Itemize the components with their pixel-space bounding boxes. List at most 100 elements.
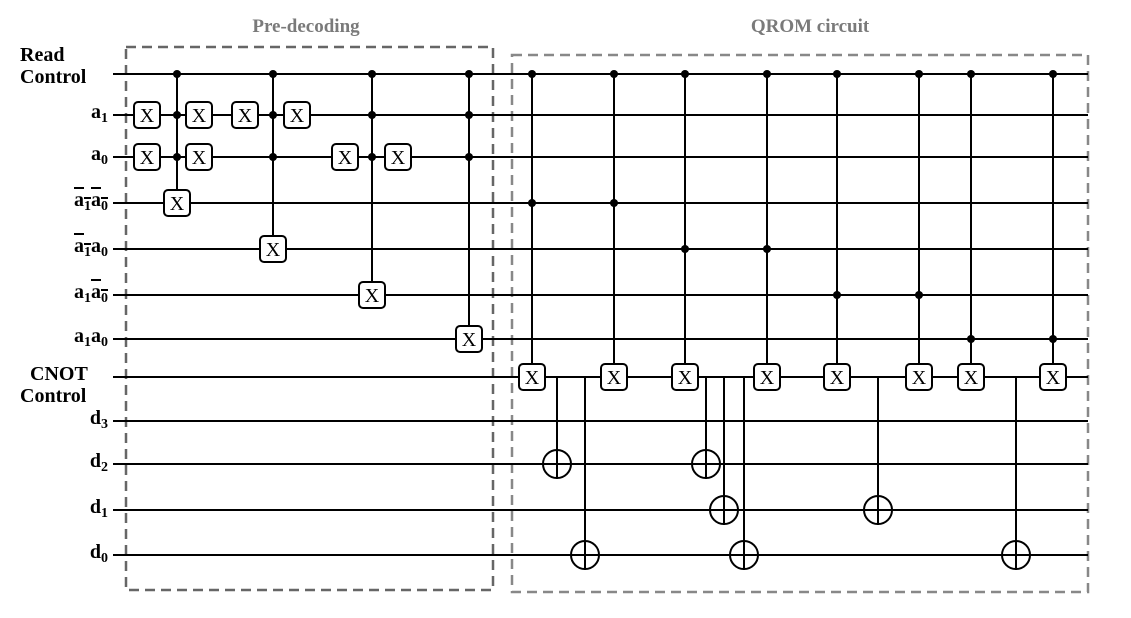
x-gate-label: X (678, 367, 693, 389)
label-base: d (89, 496, 101, 518)
control-dot (833, 291, 841, 299)
label-base: a (91, 101, 101, 123)
control-dot (465, 153, 473, 161)
label-term: a0 (91, 235, 108, 260)
x-gate-label: X (1046, 367, 1061, 389)
control-dot (1049, 335, 1057, 343)
x-gate-label: X (365, 285, 380, 307)
label-base: a (91, 281, 101, 303)
control-dot (915, 70, 923, 78)
x-gate-label: X (607, 367, 622, 389)
control-dot (269, 70, 277, 78)
control-dot (269, 111, 277, 119)
wire-label-d0: d0 (89, 541, 108, 566)
control-dot (368, 153, 376, 161)
x-gate-label: X (391, 147, 406, 169)
wire-label-a1: a1 (91, 101, 108, 126)
x-gate-label: X (462, 329, 477, 351)
control-dot (967, 70, 975, 78)
x-gate-label: X (192, 105, 207, 127)
label-subscript: 1 (84, 245, 91, 260)
label-term: d2 (89, 450, 108, 475)
x-gate (283, 101, 311, 129)
label-base: a (74, 325, 84, 347)
label-base: d (89, 541, 101, 563)
x-gate-label: X (192, 147, 207, 169)
label-subscript: 1 (101, 111, 108, 126)
label-term: a0 (91, 281, 108, 306)
qrom-circuit-title: QROM circuit (750, 16, 870, 37)
x-gate (133, 143, 161, 171)
label-term: a1 (91, 101, 108, 126)
control-dot (465, 111, 473, 119)
label-base: d (89, 407, 101, 429)
wire-label-d2: d2 (89, 450, 108, 475)
x-gate (259, 235, 287, 263)
label-line: CNOT (30, 363, 88, 385)
label-line: Control (20, 66, 87, 88)
predecoding-box (124, 45, 495, 592)
x-gate (231, 101, 259, 129)
control-dot (173, 153, 181, 161)
label-base: a (91, 325, 101, 347)
x-gate (600, 363, 628, 391)
x-gate-label: X (290, 105, 305, 127)
wire-label-not-a1-not-a0: a1a0 (74, 189, 108, 214)
control-dot (173, 111, 181, 119)
control-dot (681, 70, 689, 78)
label-subscript: 0 (101, 291, 108, 306)
wire-label-d1: d1 (89, 496, 108, 521)
wire-label-a1-not-a0: a1a0 (74, 281, 108, 306)
x-gate (185, 101, 213, 129)
control-dot (681, 245, 689, 253)
control-dot (465, 70, 473, 78)
control-dot (915, 291, 923, 299)
x-gate-label: X (830, 367, 845, 389)
label-term: a0 (91, 325, 108, 350)
label-subscript: 0 (101, 335, 108, 350)
x-gate-label: X (338, 147, 353, 169)
label-base: d (89, 450, 101, 472)
label-subscript: 1 (101, 506, 108, 521)
wire-label-a1-a0: a1a0 (74, 325, 108, 350)
label-subscript: 0 (101, 245, 108, 260)
x-gate (518, 363, 546, 391)
control-dot (833, 70, 841, 78)
x-gate (455, 325, 483, 353)
label-line: Control (20, 385, 87, 407)
label-term: a1 (74, 325, 91, 350)
x-gate-label: X (238, 105, 253, 127)
x-gate (823, 363, 851, 391)
x-gate-label: X (266, 239, 281, 261)
label-subscript: 0 (101, 153, 108, 168)
control-dot (173, 70, 181, 78)
label-term: a1 (74, 189, 91, 214)
x-gate (384, 143, 412, 171)
label-base: a (74, 235, 84, 257)
label-subscript: 1 (84, 291, 91, 306)
label-term: a1 (74, 281, 91, 306)
x-gate-label: X (140, 105, 155, 127)
control-dot (528, 70, 536, 78)
label-term: a0 (91, 189, 108, 214)
qrom-box (510, 53, 1090, 594)
control-dot (967, 335, 975, 343)
label-term: a0 (91, 143, 108, 168)
x-gate (358, 281, 386, 309)
control-dot (368, 70, 376, 78)
x-gate (133, 101, 161, 129)
label-term: a1 (74, 235, 91, 260)
label-line: Read (20, 44, 65, 66)
x-gate (163, 189, 191, 217)
x-gate-label: X (964, 367, 979, 389)
x-gate-label: X (760, 367, 775, 389)
x-gate (331, 143, 359, 171)
control-dot (368, 111, 376, 119)
wire-label-not-a1-a0: a1a0 (74, 235, 108, 260)
predecoding-title: Pre-decoding (252, 16, 360, 37)
label-subscript: 0 (101, 551, 108, 566)
label-base: a (74, 281, 84, 303)
